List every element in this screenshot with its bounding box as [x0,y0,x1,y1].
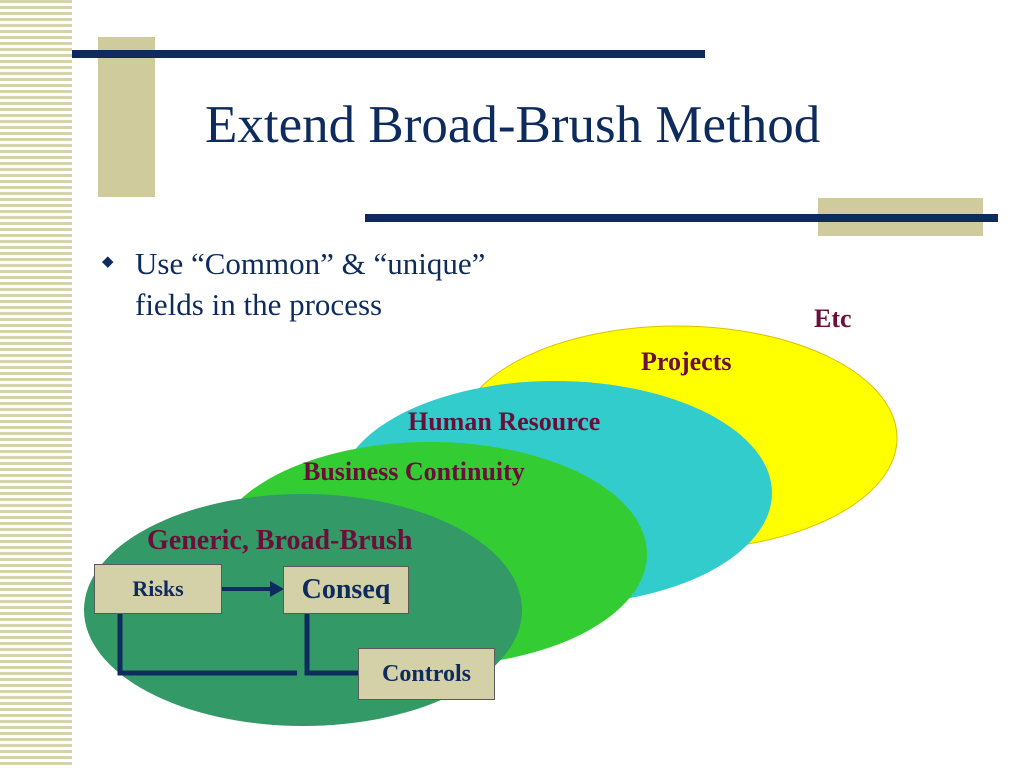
decorative-stripes [0,0,72,768]
connector-conseq-to-controls [304,614,358,676]
conseq-box: Conseq [283,566,409,614]
label-business-continuity: Business Continuity [303,457,525,486]
risks-box: Risks [94,564,222,614]
decorative-line-top [72,50,705,58]
controls-box: Controls [358,648,495,700]
label-human-resource: Human Resource [408,407,600,436]
label-projects: Projects [641,347,731,376]
decorative-line-bottom [365,214,998,222]
label-generic-broad-brush: Generic, Broad-Brush [147,525,413,556]
label-etc: Etc [814,304,852,333]
bullet-text: Use “Common” & “unique” fields in the pr… [135,243,605,325]
bullet-line-2: fields in the process [135,287,383,322]
decorative-tan-block-left [98,37,155,197]
diamond-bullet-icon: ◆ [102,254,114,270]
connector-risks-loop [117,614,297,676]
arrow-head-icon [270,581,284,597]
bullet-line-1: Use “Common” & “unique” [135,246,486,281]
slide-title: Extend Broad-Brush Method [205,96,821,154]
